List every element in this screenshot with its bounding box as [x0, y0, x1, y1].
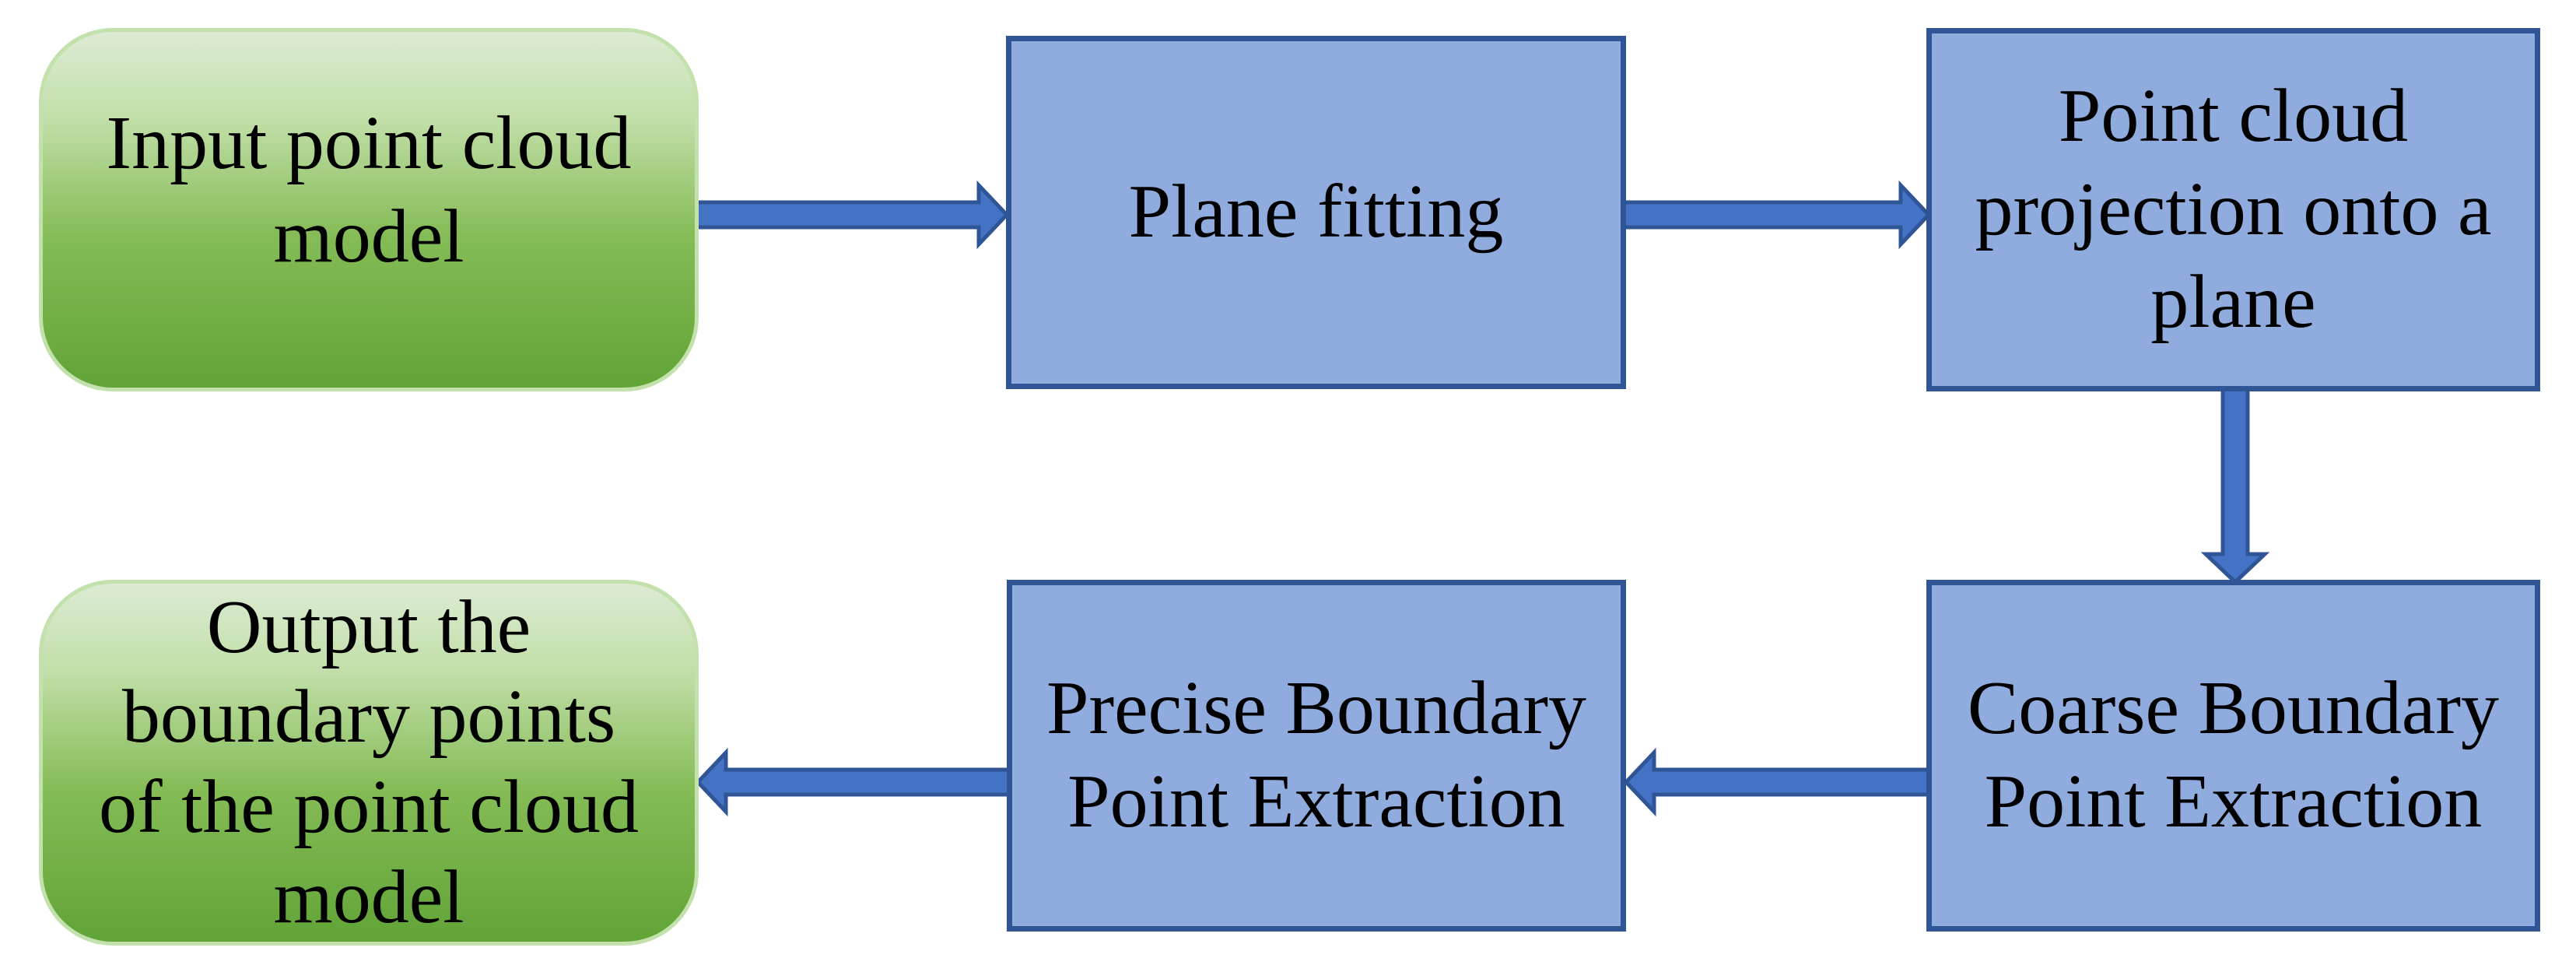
node-label: Coarse Boundary Point Extraction — [1967, 666, 2500, 844]
node-label: Precise Boundary Point Extraction — [1046, 666, 1586, 844]
arrow-projection-to-coarse-down-arrow-icon — [2200, 388, 2270, 582]
arrow-plane-fitting-to-projection-right-arrow-icon — [1623, 180, 1929, 250]
node-label: Output the boundary points of the point … — [98, 584, 640, 939]
arrow-coarse-to-precise-left-arrow-icon — [1626, 747, 1931, 817]
node-coarse-boundary-point-extraction: Coarse Boundary Point Extraction — [1926, 580, 2540, 932]
node-precise-boundary-point-extraction: Precise Boundary Point Extraction — [1007, 580, 1626, 932]
arrow-input-to-plane-fitting-right-arrow-icon — [692, 180, 1007, 250]
node-point-cloud-projection: Point cloud projection onto a plane — [1926, 28, 2540, 391]
node-label: Input point cloud model — [106, 100, 632, 279]
node-label: Point cloud projection onto a plane — [1975, 74, 2492, 345]
node-label: Plane fitting — [1128, 170, 1504, 254]
arrow-precise-to-output-left-arrow-icon — [698, 747, 1009, 817]
node-plane-fitting: Plane fitting — [1006, 36, 1626, 389]
node-output-boundary-points: Output the boundary points of the point … — [39, 580, 699, 946]
node-input-point-cloud-model: Input point cloud model — [39, 28, 699, 391]
